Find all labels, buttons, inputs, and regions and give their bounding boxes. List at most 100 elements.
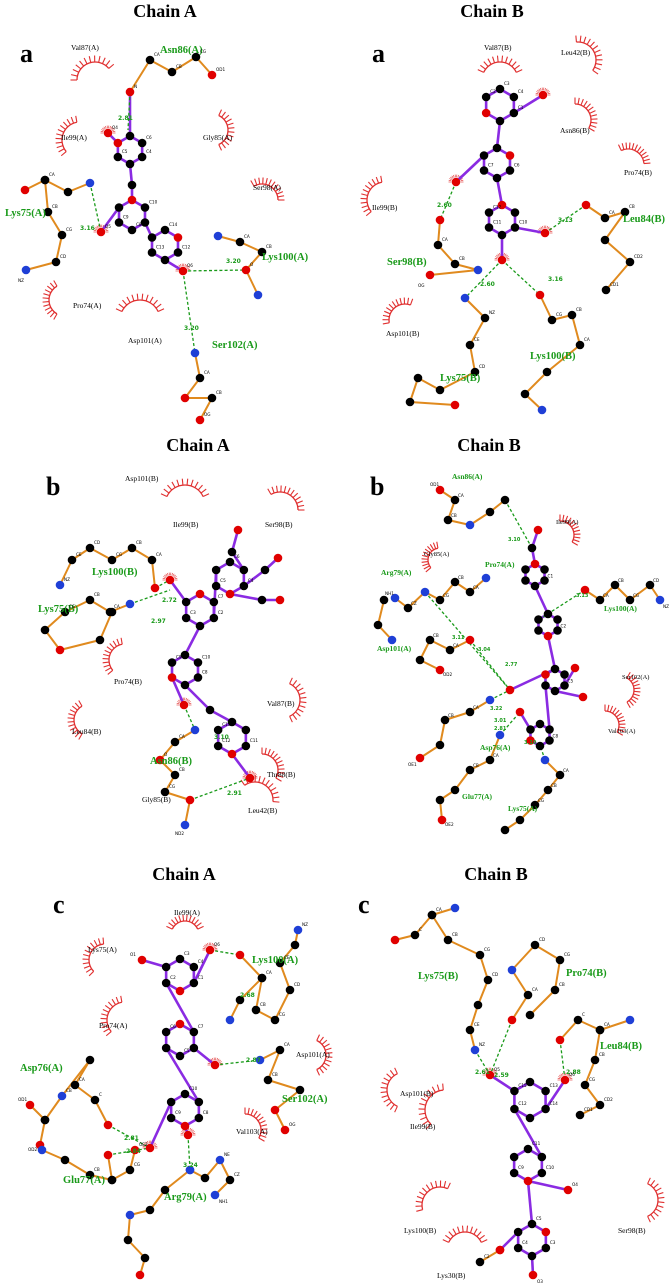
atom-label: CB (618, 578, 624, 583)
hydrophobic-spoke (617, 715, 624, 720)
carbon-atom (161, 1043, 171, 1053)
hydrophobic-spoke (71, 729, 78, 735)
hydrophobic-spoke (448, 1231, 454, 1237)
hbond-distance: 2.81 (118, 115, 133, 122)
nitrogen-atom (21, 265, 31, 275)
hydrophobic-spoke (569, 519, 575, 526)
nitrogen-atom (460, 293, 470, 303)
hydrophobic-spoke (476, 1231, 482, 1237)
oxygen-atom (225, 589, 235, 599)
hydrogen-bond (209, 949, 241, 956)
oxygen-atom (563, 1185, 573, 1195)
carbon-atom (270, 1015, 280, 1025)
hydrophobic-residue-label: Val87(A) (71, 43, 99, 52)
carbon-atom (167, 67, 177, 77)
oxygen-atom (241, 265, 251, 275)
nitrogen-atom (293, 925, 303, 935)
ligand-bond (526, 1179, 570, 1192)
atom-label: C8 (203, 1110, 209, 1115)
bonded-residue-label: Lys100(A) (252, 955, 299, 966)
hydrophobic-spoke (60, 151, 67, 157)
carbon-atom (435, 385, 445, 395)
hbond-distance: 3.01 (494, 718, 507, 724)
oxygen-atom (178, 266, 188, 276)
hydrophobic-spoke (297, 708, 304, 713)
hydrophobic-spoke (436, 1084, 440, 1092)
hydrophobic-arc (244, 1113, 262, 1139)
atom-label: NZ (663, 604, 669, 609)
hydrophobic-spoke (225, 137, 232, 142)
contact-tick (569, 1076, 572, 1079)
hydrophobic-spoke (111, 998, 116, 1005)
residue-bond (546, 344, 581, 373)
atom-label: C5 (536, 1216, 542, 1221)
hydrophobic-spoke (423, 565, 430, 570)
contact-tick (207, 942, 209, 946)
hydrophobic-spoke (56, 145, 64, 149)
hydrophobic-spoke (97, 938, 101, 945)
hydrophobic-spoke (653, 1183, 659, 1189)
hydrophobic-spoke (425, 1184, 431, 1191)
oxygen-atom (55, 645, 65, 655)
hbond-distance: 2.72 (162, 597, 177, 604)
residue-bond (444, 711, 471, 721)
contact-tick (504, 253, 507, 257)
carbon-atom (550, 664, 560, 674)
atom-label: NH1 (385, 591, 394, 596)
hydrophobic-residue-label: Lys100(B) (404, 1226, 437, 1235)
hydrophobic-spoke (106, 646, 113, 651)
hydrophobic-spoke (103, 664, 110, 668)
carbon-atom (189, 978, 199, 988)
carbon-atom (483, 975, 493, 985)
hydrophobic-spoke (595, 63, 603, 66)
contact-tick (219, 1061, 222, 1064)
carbon-atom (225, 1175, 235, 1185)
atom-label: OE2 (139, 1142, 148, 1147)
hydrophobic-spoke (225, 118, 232, 123)
residue-bond (239, 954, 263, 979)
atom-label: CA (154, 52, 160, 57)
carbon-atom (147, 233, 157, 242)
hydrophobic-residue-label: Leu42(B) (561, 48, 591, 57)
carbon-atom (85, 1170, 95, 1180)
bonded-residue-label: Asp76(A) (480, 743, 511, 752)
carbon-atom (480, 313, 490, 323)
atom-label: C (419, 927, 422, 932)
oxygen-atom (167, 673, 177, 682)
contact-tick (172, 573, 175, 577)
atom-label: CG (66, 227, 72, 232)
hydrophobic-spoke (632, 695, 639, 700)
hydrophobic-spoke (642, 154, 649, 159)
contact-tick (103, 126, 106, 130)
atom-label: C5 (184, 1048, 190, 1053)
contact-tick (214, 946, 217, 949)
hydrophobic-spoke (126, 296, 131, 303)
contact-tick (184, 263, 186, 267)
oxygen-atom (96, 227, 106, 237)
hydrogen-bond (107, 1124, 151, 1149)
contact-tick (205, 943, 208, 947)
atom-label: CA (284, 1042, 290, 1047)
atom-label: O (164, 752, 168, 757)
bonded-residue-label: Leu84(B) (600, 1041, 643, 1052)
hydrophobic-spoke (260, 1131, 268, 1134)
atom-label: CA (458, 493, 464, 498)
contact-tick (567, 1073, 570, 1077)
hydrophobic-spoke (88, 56, 92, 63)
carbon-atom (161, 1027, 171, 1037)
carbon-atom (573, 1015, 583, 1025)
carbon-atom (51, 257, 61, 267)
atom-label: CG (443, 593, 449, 598)
hydrophobic-spoke (422, 563, 429, 567)
oxygen-atom (155, 755, 165, 765)
nitrogen-atom (540, 755, 550, 765)
atoms-layer (20, 52, 665, 1280)
hydrophobic-spoke (385, 307, 392, 312)
hydrophobic-spoke (275, 485, 278, 493)
carbon-atom (379, 595, 389, 605)
carbon-atom (523, 1144, 533, 1154)
atom-label: C5 (122, 149, 128, 154)
carbon-atom (433, 240, 443, 250)
nitrogen-atom (465, 520, 475, 530)
contact-tick (547, 91, 550, 94)
